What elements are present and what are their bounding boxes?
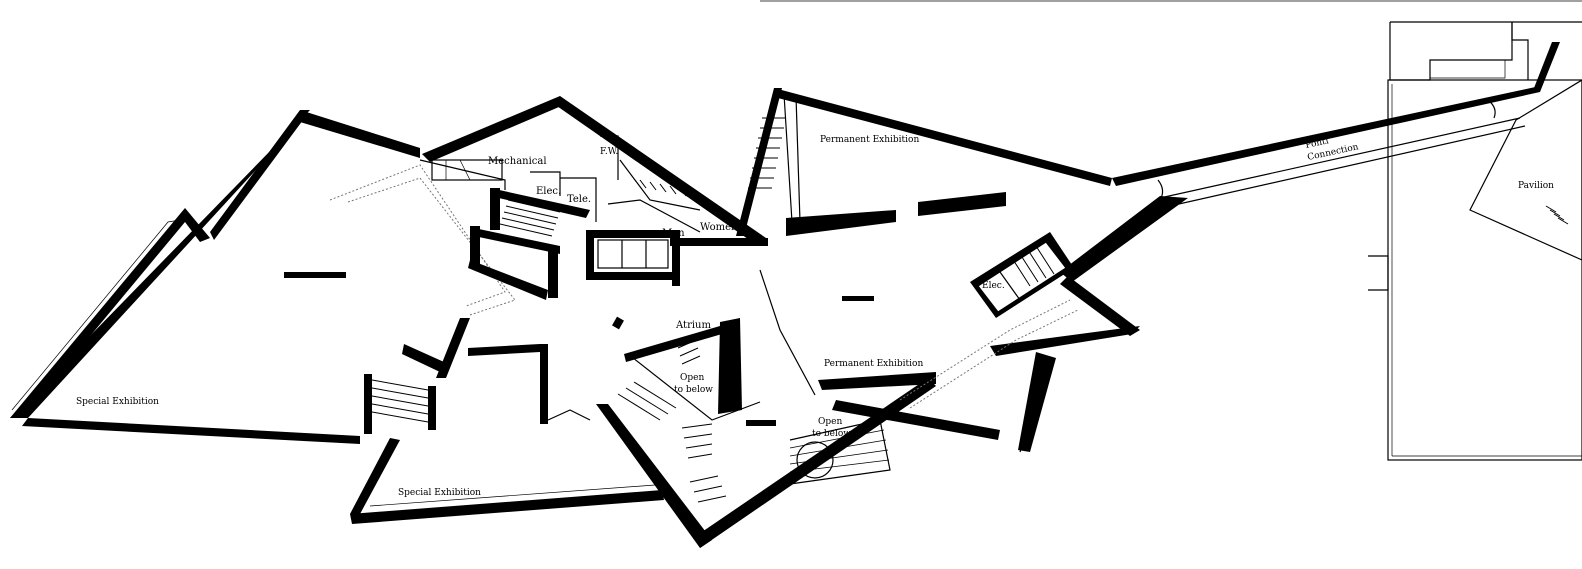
pavilion-walls [1368, 79, 1582, 461]
lower-left-walls [364, 318, 470, 434]
label-ponti: Ponti [1305, 136, 1330, 151]
atrium-stair-lower [617, 381, 727, 503]
open-below-ramp [789, 419, 891, 485]
label-pavilion: Pavilion [1518, 181, 1554, 191]
services-block-walls [419, 96, 768, 300]
atrium-stair-upper [677, 339, 701, 365]
label-men: Men [662, 228, 685, 239]
label-mechanical: Mechanical [488, 156, 547, 167]
label-atrium: Atrium [675, 320, 711, 331]
label-permanent-exhibition-mid: Permanent Exhibition [824, 359, 923, 369]
permanent-exhibition-walls [736, 88, 1188, 453]
label-open-below-1b: to below [674, 385, 713, 395]
label-open-below-2b: to below [812, 429, 851, 439]
room-labels: Mechanical F.W. Elec. Tele. Women Men Pe… [76, 135, 1554, 498]
site-lines [760, 0, 1582, 81]
pavilion-stair [1545, 205, 1569, 225]
right-core [970, 232, 1074, 318]
label-elec-top: Elec. [536, 186, 561, 197]
label-fw: F.W. [600, 147, 618, 157]
atrium-walls [596, 269, 1000, 548]
label-special-exhibition-left: Special Exhibition [76, 397, 159, 407]
label-women: Women [700, 222, 738, 233]
right-core-stair [1011, 245, 1055, 287]
washroom-stalls [639, 179, 697, 199]
label-permanent-exhibition-top: Permanent Exhibition [820, 135, 919, 145]
label-open-below-1a: Open [680, 373, 704, 383]
special-exhibition-left-walls [10, 110, 516, 444]
service-stair [499, 199, 561, 237]
special-exhibition-bottom-walls [350, 344, 664, 524]
permanent-stair [748, 117, 786, 189]
label-elec-right: Elec. [982, 281, 1005, 291]
lower-left-stair [371, 379, 429, 423]
label-special-exhibition-bottom: Special Exhibition [398, 488, 481, 498]
label-tele: Tele. [567, 194, 591, 205]
ponti-connection [1112, 42, 1560, 207]
label-open-below-2a: Open [818, 417, 842, 427]
